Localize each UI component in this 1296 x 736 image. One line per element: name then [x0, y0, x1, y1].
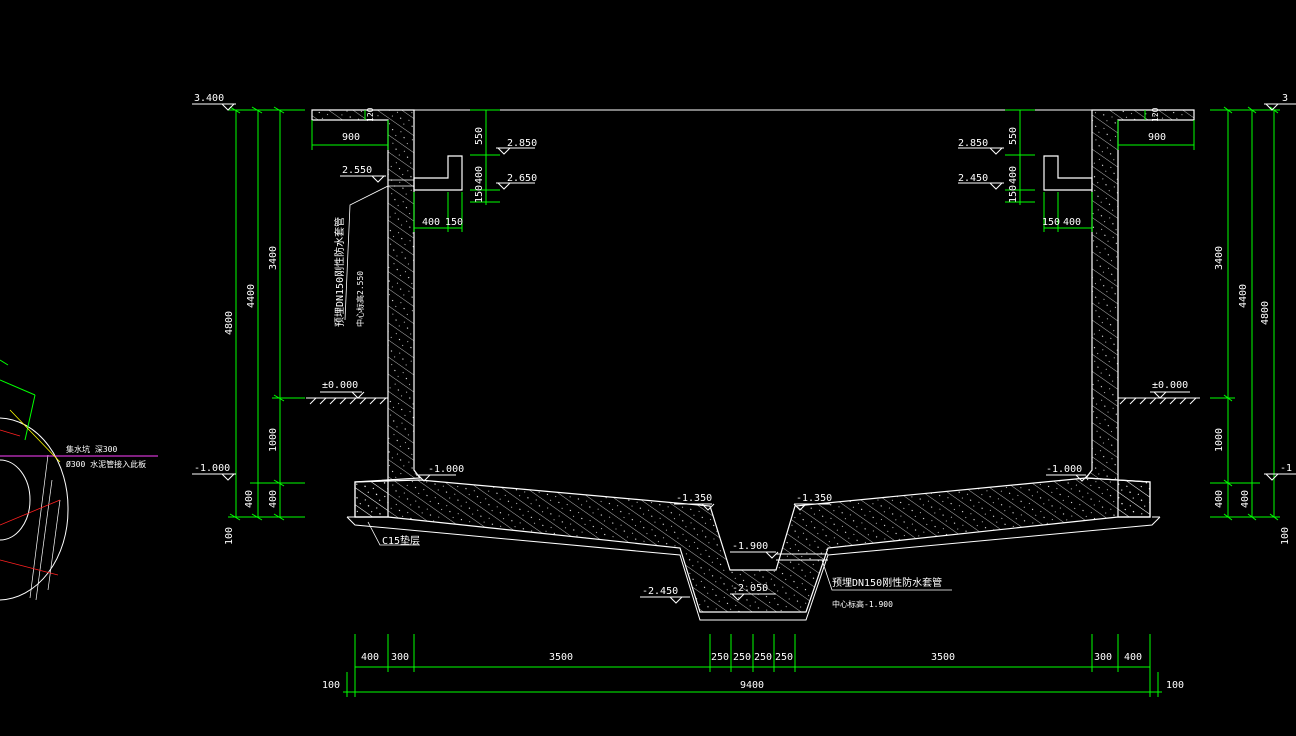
elev-marker-base-left [192, 473, 236, 481]
h-dim-6: 250 [754, 652, 772, 663]
elev-sump-outer: -2.450 [642, 586, 678, 597]
h-dim-4: 250 [711, 652, 729, 663]
cushion-note: C15垫层 [382, 534, 420, 547]
left-dim-wall: 4400 [246, 284, 257, 308]
h-dim-8: 3500 [931, 652, 955, 663]
cushion-leader [367, 521, 420, 546]
left-ledge-elev-markers [340, 147, 535, 190]
left-dim-total: 4800 [224, 311, 235, 335]
elev-base-right: -1 [1280, 463, 1292, 474]
right-dim-total: 4800 [1260, 301, 1271, 325]
elev-ledge-bot-left: 2.650 [507, 173, 537, 184]
right-wall-section [1084, 109, 1195, 518]
right-ledge-h2: 400 [1008, 166, 1019, 184]
right-ledge-h3: 150 [1008, 185, 1019, 203]
elev-slope-right: -1.350 [796, 493, 832, 504]
elev-sump-pipe: -1.900 [732, 541, 768, 552]
elev-base-left: -1.000 [194, 463, 230, 474]
h-dim-7: 250 [775, 652, 793, 663]
side-note-2: Ø300 水泥管接入此板 [66, 459, 146, 469]
elev-marker-top-right [1264, 103, 1296, 111]
side-detail [0, 359, 158, 601]
floor-elev-markers [416, 474, 1089, 604]
left-slab-dim: 120 [366, 107, 375, 122]
cushion-layer [346, 516, 1161, 621]
right-slab-dim: 120 [1151, 107, 1160, 122]
left-pipe-leader [344, 185, 389, 321]
right-ledge-w1: 150 [1042, 217, 1060, 228]
left-dim-base-b: 400 [268, 490, 279, 508]
overall-ext-left: 100 [322, 680, 340, 691]
right-ledge-w2: 400 [1063, 217, 1081, 228]
right-ledge-dims [1005, 109, 1195, 232]
right-pipe-note-2: 中心标高-1.900 [832, 599, 893, 609]
elev-ledge-top-right: 2.850 [958, 138, 988, 149]
left-pipe-note-2: 中心标高2.550 [355, 271, 365, 327]
left-dim-base-a: 400 [244, 490, 255, 508]
left-ledge [413, 155, 463, 191]
elev-ground-left: ±0.000 [322, 380, 358, 391]
ground-right [1118, 391, 1200, 405]
left-ledge-h1: 550 [474, 127, 485, 145]
elev-sump-floor: -2.050 [732, 583, 768, 594]
left-vertical-dimensions [228, 106, 305, 521]
right-dim-base-a: 400 [1214, 490, 1225, 508]
right-dim-upper: 3400 [1214, 246, 1225, 270]
elev-slope-left: -1.350 [676, 493, 712, 504]
left-ledge-h3: 150 [474, 185, 485, 203]
left-ledge-dims [311, 109, 500, 232]
bottom-slab-section [354, 477, 1151, 613]
bottom-dimension-chain [343, 634, 1162, 697]
h-dim-10: 400 [1124, 652, 1142, 663]
side-note-1: 集水坑 深300 [66, 444, 117, 454]
h-dim-1: 400 [361, 652, 379, 663]
left-ledge-w1: 400 [422, 217, 440, 228]
right-dim-wall: 4400 [1238, 284, 1249, 308]
overall-ext-right: 100 [1166, 680, 1184, 691]
ground-left [306, 391, 388, 405]
elev-marker-top-left [192, 103, 236, 111]
left-ledge-h2: 400 [474, 166, 485, 184]
elev-pipe-left: 2.550 [342, 165, 372, 176]
right-overhang-dim: 900 [1148, 132, 1166, 143]
overall-dim: 9400 [740, 680, 764, 691]
right-ledge [1043, 155, 1093, 191]
elev-top-right: 3 [1282, 93, 1288, 104]
right-pipe-leader [821, 559, 952, 591]
left-dim-pad: 100 [224, 527, 235, 545]
right-vertical-dimensions [1210, 106, 1280, 521]
right-ledge-elev-markers [958, 147, 1004, 190]
bottom-dim-labels: 400 300 3500 250 250 250 250 3500 300 40… [361, 652, 1142, 663]
elev-ground-right: ±0.000 [1152, 380, 1188, 391]
left-pipe-note-1: 预埋DN150刚性防水套管 [333, 217, 346, 327]
h-dim-5: 250 [733, 652, 751, 663]
right-dim-lower: 1000 [1214, 428, 1225, 452]
elev-ledge-bot-right: 2.450 [958, 173, 988, 184]
h-dim-3: 3500 [549, 652, 573, 663]
elev-top-left: 3.400 [194, 93, 224, 104]
right-pipe-note-1: 预埋DN150刚性防水套管 [832, 576, 942, 589]
elev-ledge-top-left: 2.850 [507, 138, 537, 149]
left-ledge-w2: 150 [445, 217, 463, 228]
left-dim-upper: 3400 [268, 246, 279, 270]
left-dim-lower: 1000 [268, 428, 279, 452]
h-dim-2: 300 [391, 652, 409, 663]
right-dim-pad: 100 [1280, 527, 1291, 545]
h-dim-9: 300 [1094, 652, 1112, 663]
elev-floor-right: -1.000 [1046, 464, 1082, 475]
right-ledge-h1: 550 [1008, 127, 1019, 145]
elev-marker-base-right [1264, 473, 1296, 481]
left-overhang-dim: 900 [342, 132, 360, 143]
elev-floor-left: -1.000 [428, 464, 464, 475]
right-dim-base-b: 400 [1240, 490, 1251, 508]
